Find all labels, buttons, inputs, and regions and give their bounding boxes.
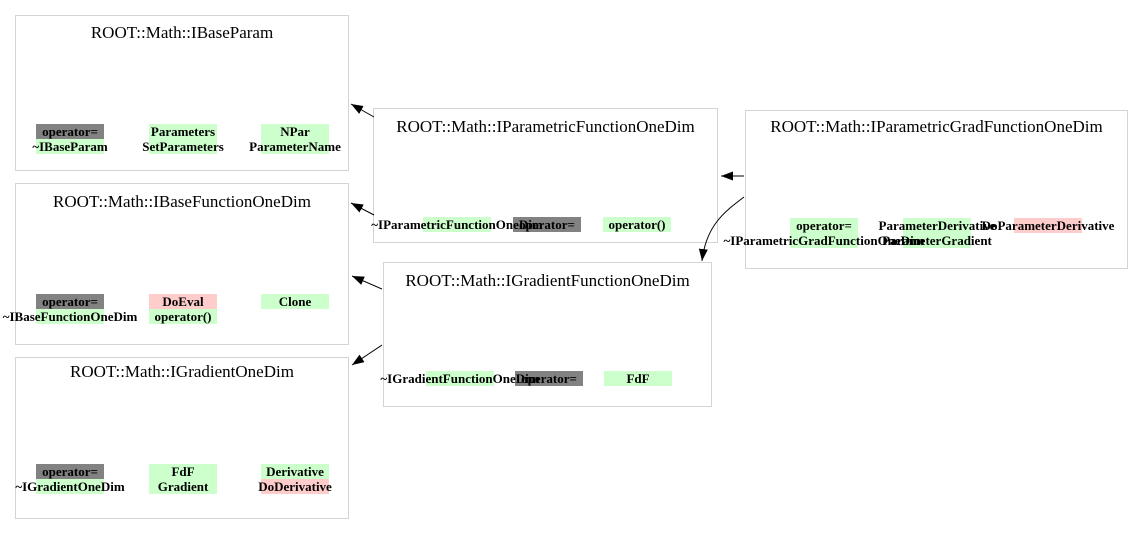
class-title-iparametricgradfunctiononedim[interactable]: ROOT::Math::IParametricGradFunctionOneDi…	[770, 117, 1103, 136]
method-clone[interactable]: Clone	[261, 294, 329, 309]
method-label: Parameters	[150, 124, 216, 139]
method-label: ~IGradientFunctionOneDim	[380, 371, 540, 386]
method-label: FdF	[171, 464, 195, 479]
class-title-igradientfunctiononedim[interactable]: ROOT::Math::IGradientFunctionOneDim	[405, 271, 690, 290]
method-label: ~IParametricFunctionOneDim	[371, 217, 543, 232]
method-doparameterderivative[interactable]: DoParameterDerivative	[982, 218, 1114, 233]
method-label: operator=	[42, 124, 98, 139]
method-fdf[interactable]: FdF	[604, 371, 672, 386]
method-label: operator=	[521, 371, 577, 386]
method-label: ParameterName	[249, 139, 341, 154]
method-label: operator=	[796, 218, 852, 233]
class-title-ibasefunctiononedim[interactable]: ROOT::Math::IBaseFunctionOneDim	[53, 192, 311, 211]
method-label: ParameterDerivative	[878, 218, 996, 233]
method-operator-assign[interactable]: operator=	[790, 218, 858, 233]
method-label: Clone	[278, 294, 312, 309]
method-label: DoDerivative	[258, 479, 332, 494]
method-label: NPar	[280, 124, 310, 139]
method-destructor-ibaseparam[interactable]: ~IBaseParam	[32, 139, 108, 154]
method-doeval[interactable]: DoEval	[149, 294, 217, 309]
method-label: operator()	[608, 217, 666, 232]
method-destructor-iparametricfunctiononedim[interactable]: ~IParametricFunctionOneDim	[371, 217, 543, 232]
method-operator-call[interactable]: operator()	[149, 309, 217, 324]
method-operator-assign[interactable]: operator=	[513, 217, 581, 232]
method-label: DoEval	[162, 294, 204, 309]
method-operator-assign[interactable]: operator=	[515, 371, 583, 386]
method-parameterderivative[interactable]: ParameterDerivative	[879, 218, 995, 233]
method-operator-call[interactable]: operator()	[603, 217, 671, 232]
method-gradient[interactable]: Gradient	[149, 479, 217, 494]
method-fdf[interactable]: FdF	[149, 464, 217, 479]
arrow-parametricfn-to-ibasefn	[350, 202, 375, 216]
arrow-parametricfn-to-ibaseparam	[350, 103, 375, 118]
method-label: ParameterGradient	[882, 233, 992, 248]
method-label: Derivative	[266, 464, 324, 479]
method-parametergradient[interactable]: ParameterGradient	[882, 233, 992, 248]
method-label: DoParameterDerivative	[981, 218, 1115, 233]
method-label: ~IBaseFunctionOneDim	[2, 309, 138, 324]
method-label: SetParameters	[142, 139, 224, 154]
method-label: operator=	[42, 294, 98, 309]
method-label: ~IGradientOneDim	[15, 479, 125, 494]
method-label: ~IBaseParam	[32, 139, 108, 154]
method-label: Gradient	[157, 479, 209, 494]
method-label: FdF	[626, 371, 650, 386]
method-destructor-igradientfunctiononedim[interactable]: ~IGradientFunctionOneDim	[380, 371, 540, 386]
arrow-gradientfn-to-igradientonedim	[351, 344, 383, 366]
method-parameters[interactable]: Parameters	[149, 124, 217, 139]
method-label: operator()	[154, 309, 212, 324]
class-title-ibaseparam[interactable]: ROOT::Math::IBaseParam	[90, 23, 274, 42]
class-title-igradientonedim[interactable]: ROOT::Math::IGradientOneDim	[70, 362, 294, 381]
method-destructor-igradientonedim[interactable]: ~IGradientOneDim	[15, 479, 125, 494]
method-derivative[interactable]: Derivative	[261, 464, 329, 479]
method-npar[interactable]: NPar	[261, 124, 329, 139]
method-label: operator=	[42, 464, 98, 479]
method-operator-assign[interactable]: operator=	[36, 124, 104, 139]
method-setparameters[interactable]: SetParameters	[142, 139, 224, 154]
class-title-iparametricfunctiononedim[interactable]: ROOT::Math::IParametricFunctionOneDim	[396, 117, 695, 136]
arrow-gradientfn-to-ibasefn	[351, 275, 383, 290]
method-operator-assign[interactable]: operator=	[36, 294, 104, 309]
method-label: operator=	[519, 217, 575, 232]
method-label: ~IParametricGradFunctionOneDim	[723, 233, 925, 248]
method-parametername[interactable]: ParameterName	[249, 139, 341, 154]
method-destructor-ibasefunctiononedim[interactable]: ~IBaseFunctionOneDim	[3, 309, 137, 324]
method-operator-assign[interactable]: operator=	[36, 464, 104, 479]
method-destructor-iparametricgradfunctiononedim[interactable]: ~IParametricGradFunctionOneDim	[724, 233, 925, 248]
method-doderivative[interactable]: DoDerivative	[258, 479, 332, 494]
class-box-igradientonedim	[15, 357, 349, 519]
